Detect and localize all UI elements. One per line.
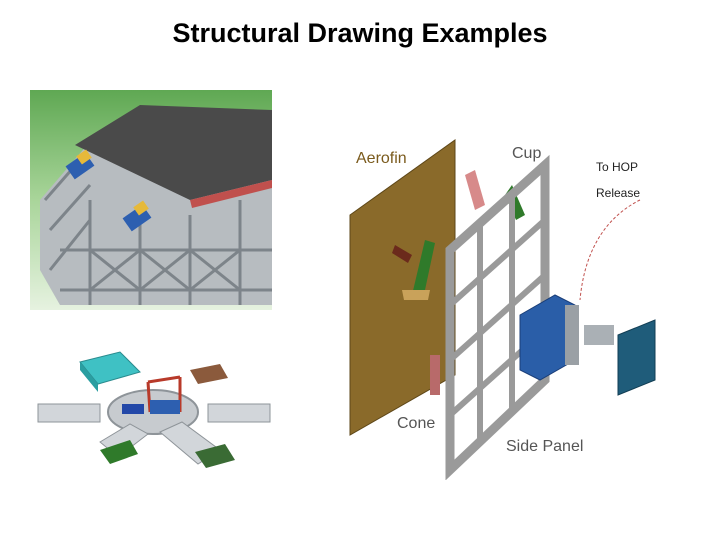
cup-label: Cup xyxy=(512,145,542,162)
truss-structure-render xyxy=(30,90,272,310)
deployment-assembly-render xyxy=(30,312,276,505)
to-hop-label: To HOP xyxy=(596,160,639,174)
cone-label: Cone xyxy=(397,415,436,432)
aerofin-label: Aerofin xyxy=(356,150,407,167)
slide-title: Structural Drawing Examples xyxy=(172,18,548,48)
exploded-panel-render xyxy=(340,125,670,480)
side-panel-label: Side Panel xyxy=(506,438,584,455)
release-label: Release xyxy=(596,186,641,200)
